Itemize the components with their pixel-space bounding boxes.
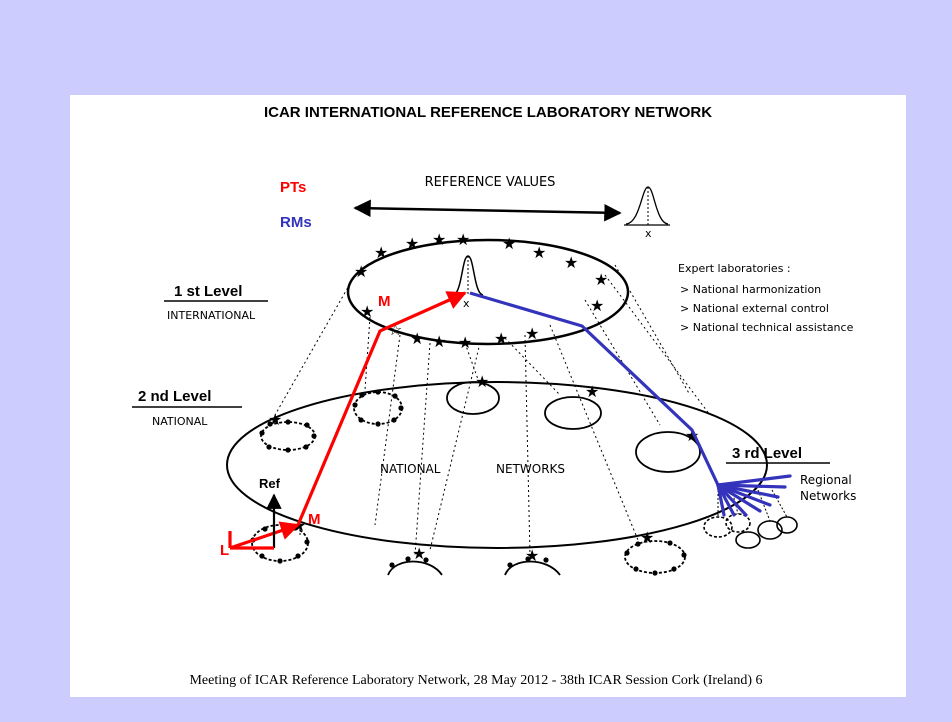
- svg-text:★: ★: [432, 230, 446, 249]
- regional-circles: [703, 513, 798, 549]
- svg-text:★: ★: [412, 544, 426, 563]
- reference-gaussian-icon: x: [624, 186, 670, 240]
- marker-l: L: [220, 542, 229, 559]
- svg-text:★: ★: [564, 253, 578, 272]
- slide-footer: Meeting of ICAR Reference Laboratory Net…: [189, 673, 763, 688]
- pts-arrow-l: [229, 521, 300, 550]
- connector-lines: [274, 264, 711, 556]
- svg-text:★: ★: [590, 296, 604, 315]
- level-1-label: 1 st Level: [174, 283, 242, 300]
- expert-item: > National technical assistance: [680, 321, 854, 334]
- svg-text:★: ★: [374, 243, 388, 262]
- svg-text:★: ★: [405, 234, 419, 253]
- svg-text:★: ★: [525, 324, 539, 343]
- network-node-dots: [250, 389, 687, 576]
- svg-text:★: ★: [360, 302, 374, 321]
- national-label: NATIONAL: [380, 462, 441, 476]
- svg-text:★: ★: [475, 372, 489, 391]
- slide-canvas: ICAR INTERNATIONAL REFERENCE LABORATORY …: [70, 95, 906, 697]
- marker-m-bottom: M: [308, 511, 321, 528]
- svg-text:★: ★: [502, 234, 516, 253]
- network-diagram: ICAR INTERNATIONAL REFERENCE LABORATORY …: [132, 104, 856, 576]
- expert-item: > National harmonization: [680, 283, 821, 296]
- marker-m-top: M: [378, 293, 391, 310]
- legend-pts: PTs: [280, 179, 306, 196]
- expert-laboratories: Expert laboratories : > National harmoni…: [678, 262, 854, 334]
- reference-values-arrow: [353, 199, 622, 222]
- national-level-ellipse: [226, 381, 768, 549]
- x-mark-top: x: [645, 227, 652, 240]
- svg-text:★: ★: [585, 382, 599, 401]
- level-2-sublabel: NATIONAL: [152, 415, 208, 428]
- rms-path: [469, 291, 720, 486]
- international-gaussian-icon: x: [452, 255, 484, 310]
- level-2-label: 2 nd Level: [138, 388, 211, 405]
- x-mark-mid: x: [463, 297, 470, 310]
- diagram-title: ICAR INTERNATIONAL REFERENCE LABORATORY …: [264, 104, 712, 121]
- legend-rms: RMs: [280, 214, 312, 231]
- level-3-label: 3 rd Level: [732, 445, 802, 462]
- expert-item: > National external control: [680, 302, 829, 315]
- svg-text:★: ★: [354, 262, 368, 281]
- regional-label: Regional: [800, 473, 852, 487]
- international-level-ellipse: [346, 238, 630, 346]
- expert-heading: Expert laboratories :: [678, 262, 791, 275]
- svg-text:★: ★: [494, 329, 508, 348]
- networks-regional-label: Networks: [800, 489, 856, 503]
- regional-fan-lines: [716, 474, 792, 517]
- international-stars: ★ ★ ★ ★ ★ ★ ★ ★ ★ ★ ★ ☆ ★ ★ ★ ★ ★: [354, 230, 608, 352]
- svg-text:★: ★: [532, 243, 546, 262]
- national-stars: ★ ★ ★ ★ ★ ★ ★ ★: [268, 372, 699, 565]
- pts-path: [296, 291, 467, 526]
- svg-text:★: ★: [410, 329, 424, 348]
- svg-text:★: ★: [594, 270, 608, 289]
- marker-ref: Ref: [259, 476, 281, 491]
- svg-text:★: ★: [432, 332, 446, 351]
- svg-text:★: ★: [640, 528, 654, 547]
- svg-text:★: ★: [456, 230, 470, 249]
- svg-text:★: ★: [458, 333, 472, 352]
- networks-label: NETWORKS: [496, 462, 565, 476]
- level-1-sublabel: INTERNATIONAL: [167, 309, 256, 322]
- reference-values-label: REFERENCE VALUES: [425, 175, 556, 190]
